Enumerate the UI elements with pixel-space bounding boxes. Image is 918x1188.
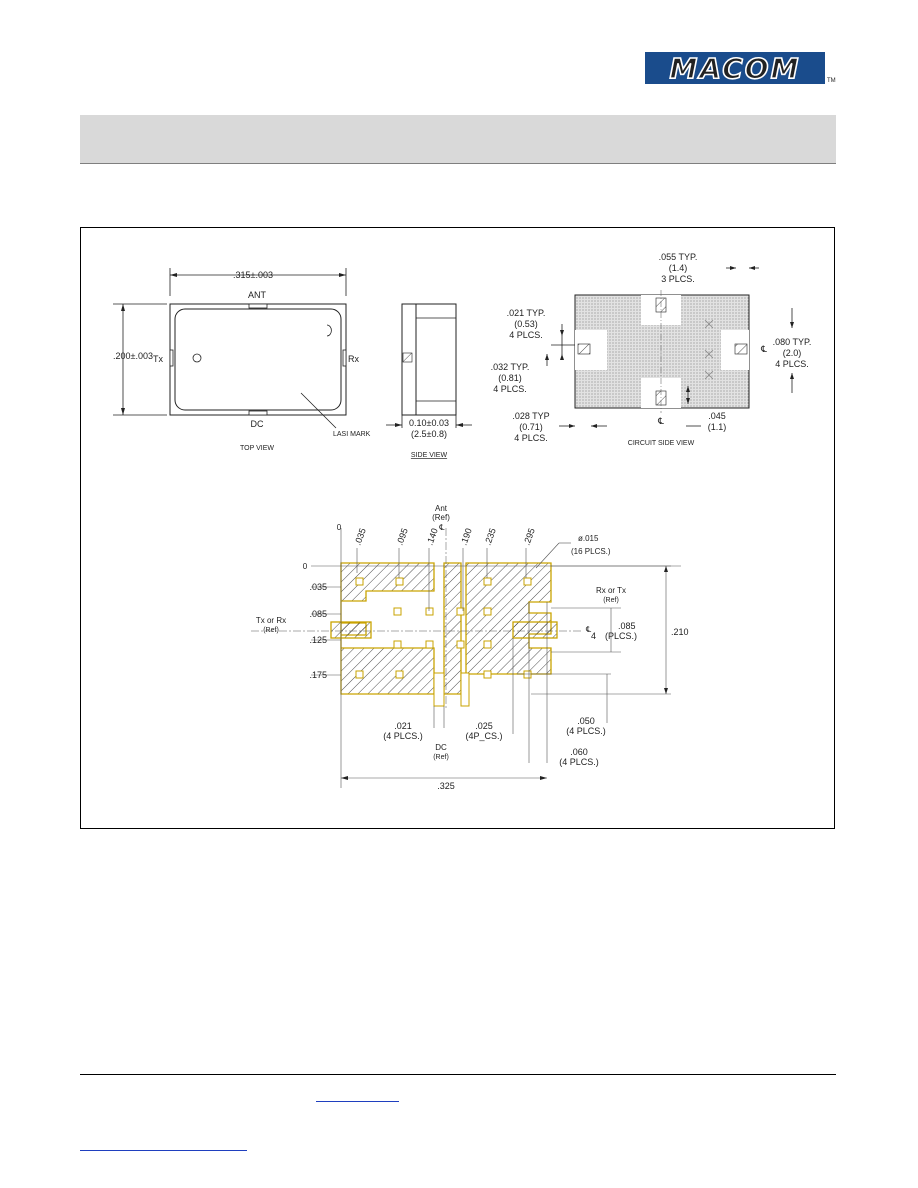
dim-025-label: .025 [475,721,493,731]
dim-021-fp-count: (4 PLCS.) [383,731,423,741]
fp-centerline-top: ℄ [439,523,445,532]
top-view-caption: TOP VIEW [240,445,274,452]
pad-width-dim: .055 TYP. [659,252,698,262]
left-tick-label: .125 [309,635,327,645]
footer-divider [80,1074,836,1075]
dim-325-label: .325 [437,781,455,791]
circuit-side-view-caption: CIRCUIT SIDE VIEW [628,440,695,447]
dim-021-fp-label: .021 [394,721,412,731]
dc-ref-label: DC [435,743,447,752]
top-view-width-dim: .315±.003 [233,270,273,280]
ant-ref-label: Ant [435,504,448,513]
dim-028-label: .028 TYP [512,411,549,421]
dc-ref-sub: (Ref) [433,754,449,761]
zero-y-label: 0 [303,562,308,571]
tx-or-rx-ref: (Ref) [263,627,279,634]
dim-045-label: .045 [708,411,726,421]
pin-rx-label: Rx [348,354,359,364]
dim-025-count: (4P_CS.) [465,731,502,741]
ant-ref-sub: (Ref) [432,513,450,522]
fp-centerline-right: ℄ [586,625,592,634]
pin-dc-label: DC [251,419,264,429]
footer-link-underline[interactable] [316,1101,399,1102]
pin-ant-label: ANT [248,290,267,300]
dim-080-mm: (2.0) [783,348,802,358]
csv-centerline-bottom: ℄ [657,416,664,426]
rx-or-tx-label: Rx or Tx [596,586,626,595]
logo-text: MACOM [670,52,801,84]
dim-085-plcs: (PLCS.) [605,631,637,641]
pin-tx-label: Tx [153,354,163,364]
dim-210-label: .210 [671,627,689,637]
outline-drawing-svg: .315±.003 .200±.003 ANT Tx Rx DC TOP VIE… [113,252,812,791]
zero-x-label: 0 [337,523,342,532]
laser-mark-label: LASI MARK [333,431,371,438]
dim-032-mm: (0.81) [498,373,522,383]
side-view-dim-inch: 0.10±0.03 [409,418,449,428]
side-view-dim-mm: (2.5±0.8) [411,429,447,439]
circuit-side-view: .055 TYP. (1.4) 3 PLCS. .021 TYP. (0.53)… [491,252,812,447]
dim-085-label: .085 [618,621,636,631]
dim-021-count: 4 PLCS. [509,330,543,340]
logo-background [645,52,825,84]
mechanical-drawing: .315±.003 .200±.003 ANT Tx Rx DC TOP VIE… [80,227,835,829]
tx-or-rx-label: Tx or Rx [256,616,286,625]
hole-dia-label: ø.015 [578,534,599,543]
pad-width-count: 3 PLCS. [661,274,695,284]
dim-085-count: 4 [591,631,596,641]
left-tick-label: .085 [309,609,327,619]
dim-021-label: .021 TYP. [507,308,546,318]
macom-logo: MACOM TM [645,52,836,84]
pcb-footprint: Ant (Ref) ℄ 0 0 ø.015 (16 PLCS.) Rx or T… [251,504,689,791]
top-tick-label: .035 [352,527,367,547]
header-band [80,115,836,164]
left-tick-label: .035 [309,582,327,592]
top-view-height-dim: .200±.003 [113,351,153,361]
dim-050-count: (4 PLCS.) [566,726,606,736]
dim-021-mm: (0.53) [514,319,538,329]
left-tick-label: .175 [309,670,327,680]
dim-028-mm: (0.71) [519,422,543,432]
footer-link-underline-2[interactable] [80,1150,247,1151]
csv-centerline-right: ℄ [760,344,767,354]
side-view: 0.10±0.03 (2.5±0.8) SIDE VIEW [386,303,472,459]
top-tick-label: .095 [394,527,409,547]
top-tick-label: .140 [424,527,439,547]
top-tick-label: .190 [458,527,473,547]
dim-060-count: (4 PLCS.) [559,757,599,767]
dim-032-count: 4 PLCS. [493,384,527,394]
dim-060-label: .060 [570,747,588,757]
dim-028-count: 4 PLCS. [514,433,548,443]
top-view: .315±.003 .200±.003 ANT Tx Rx DC TOP VIE… [113,268,371,452]
top-tick-label: .295 [521,527,536,547]
dim-050-label: .050 [577,716,595,726]
hole-count-label: (16 PLCS.) [571,547,611,556]
pad-width-mm: (1.4) [669,263,688,273]
dim-032-label: .032 TYP. [491,362,530,372]
side-view-caption: SIDE VIEW [411,452,448,459]
rx-or-tx-ref: (Ref) [603,597,619,604]
dim-080-label: .080 TYP. [773,337,812,347]
top-tick-label: .235 [482,527,497,547]
pin1-mark-icon [192,353,202,363]
dim-080-count: 4 PLCS. [775,359,809,369]
dim-045-mm: (1.1) [708,422,727,432]
logo-trademark: TM [827,78,836,84]
